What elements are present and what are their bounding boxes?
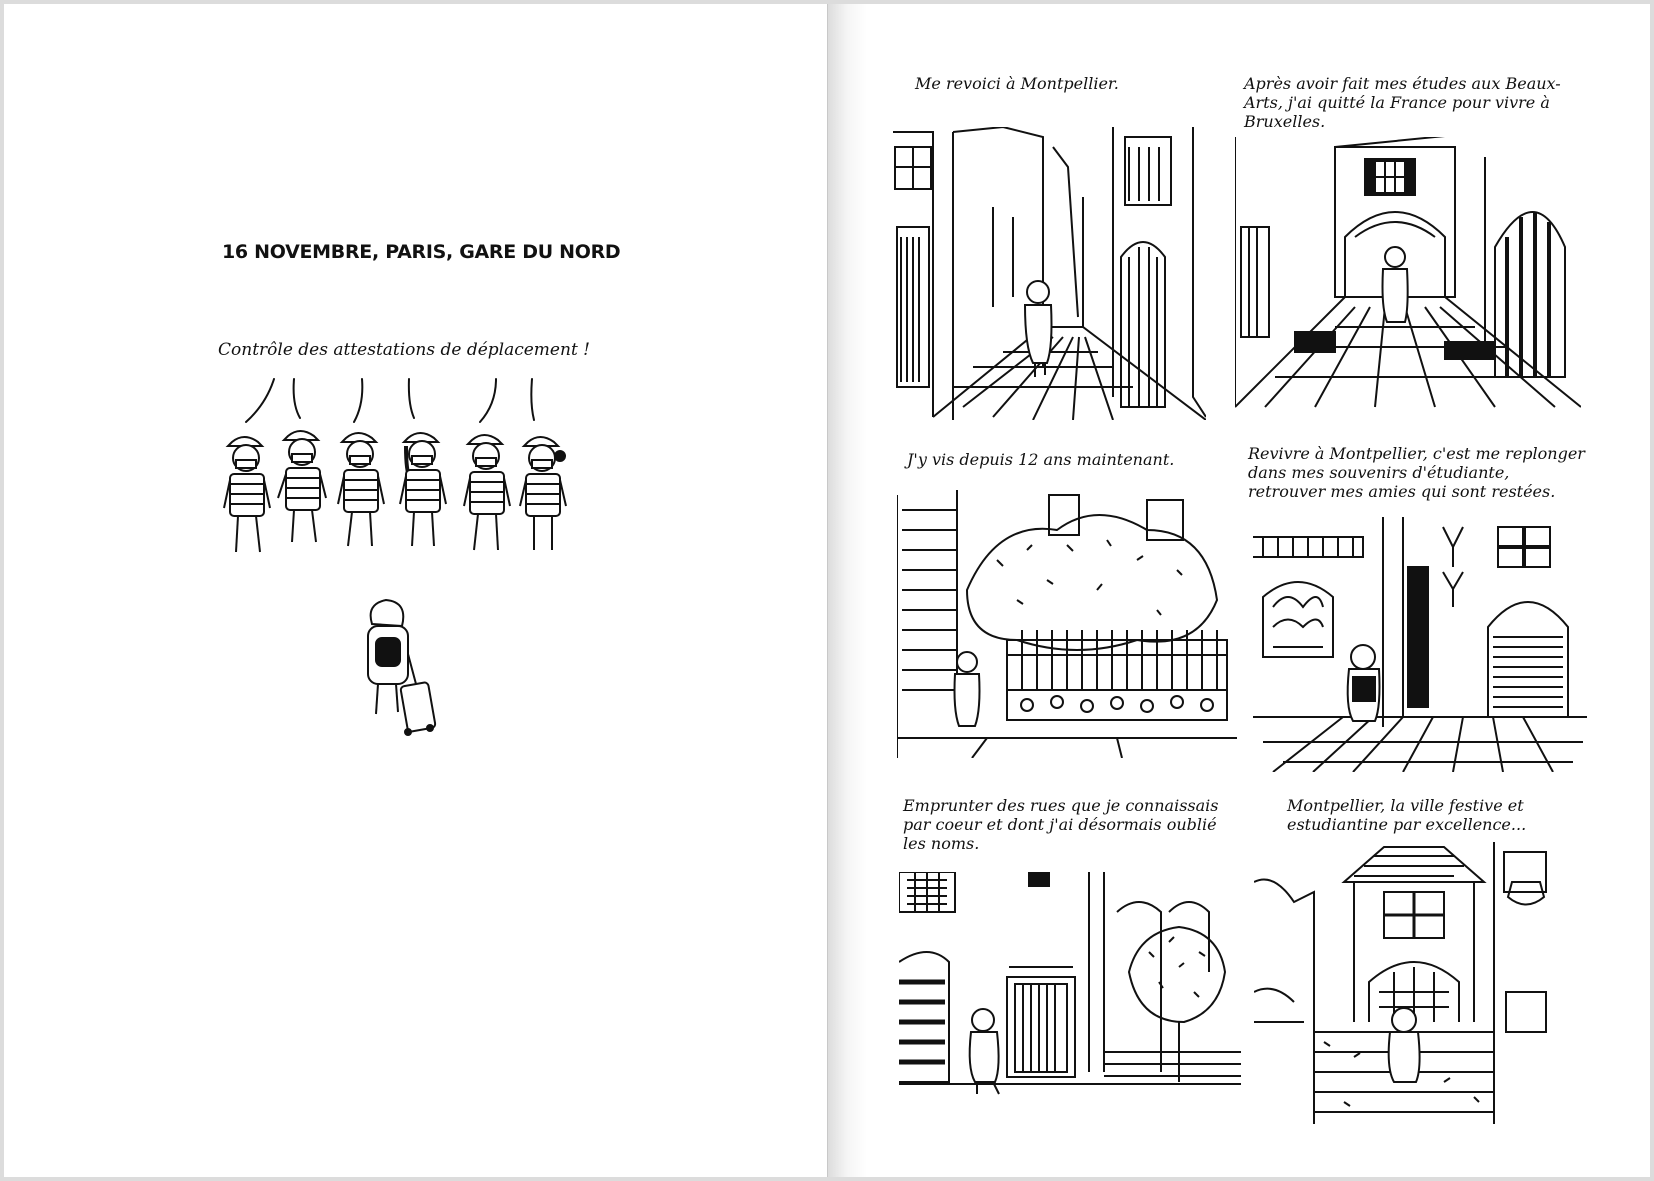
right-page: Me revoici à Montpellier. Après avoir fa… bbox=[827, 4, 1650, 1177]
panel-house-stairs bbox=[1254, 842, 1588, 1124]
caption-6: Montpellier, la ville festive et estudia… bbox=[1287, 796, 1527, 834]
caption-5: Emprunter des rues que je connaissais pa… bbox=[903, 796, 1219, 853]
police-checkpoint-illustration bbox=[223, 378, 567, 736]
gutter-line bbox=[827, 4, 828, 1177]
gutter-shadow bbox=[827, 4, 867, 1177]
panel-courtyard bbox=[1253, 517, 1587, 772]
caption-4: Revivre à Montpellier, c'est me replonge… bbox=[1248, 444, 1585, 501]
scene-heading: 16 NOVEMBRE, PARIS, GARE DU NORD bbox=[222, 241, 621, 263]
caption-1: Me revoici à Montpellier. bbox=[915, 74, 1119, 93]
left-page: 16 NOVEMBRE, PARIS, GARE DU NORD Contrôl… bbox=[4, 4, 827, 1177]
speech-text: Contrôle des attestations de déplacement… bbox=[218, 340, 591, 360]
panel-street-door bbox=[899, 872, 1241, 1100]
caption-2: Après avoir fait mes études aux Beaux- A… bbox=[1244, 74, 1561, 131]
caption-3: J'y vis depuis 12 ans maintenant. bbox=[907, 450, 1175, 469]
book-spread: 16 NOVEMBRE, PARIS, GARE DU NORD Contrôl… bbox=[4, 4, 1650, 1177]
panel-garden bbox=[897, 490, 1237, 758]
panel-alley-1 bbox=[893, 127, 1206, 420]
panel-alley-2 bbox=[1235, 137, 1581, 420]
